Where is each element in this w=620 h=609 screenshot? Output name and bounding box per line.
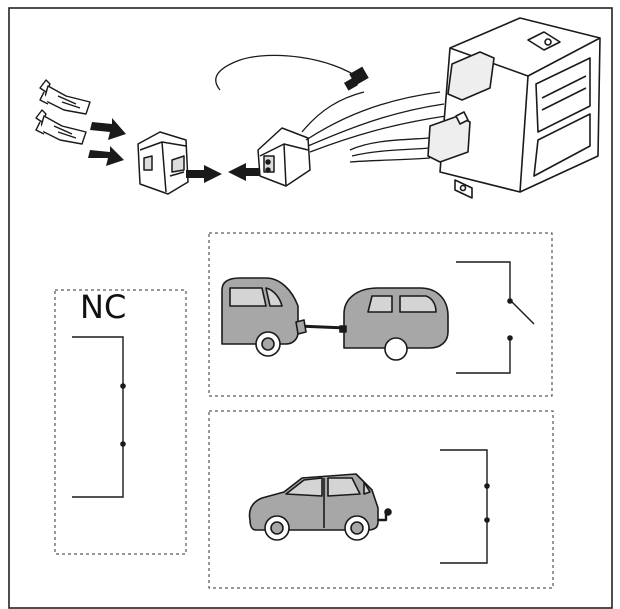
nc-label: NC	[80, 288, 127, 326]
open-contact-dot-upper	[507, 298, 513, 304]
outer-frame	[8, 7, 613, 609]
insert-arrows	[88, 118, 126, 166]
car-dashed-frame	[208, 410, 554, 589]
connector-assembly	[35, 17, 601, 199]
open-contact-dot-lower	[507, 335, 513, 341]
trailer-dashed-frame	[208, 232, 553, 397]
no-trailer-panel	[208, 410, 554, 589]
open-contact-symbol	[456, 261, 535, 374]
nc-contact-dot-lower	[120, 441, 126, 447]
closed-contact-dot-lower	[484, 517, 490, 523]
nc-dashed-frame	[54, 289, 187, 555]
connect-arrows	[186, 163, 266, 183]
inline-fuse-icon	[343, 66, 369, 91]
connector-housing-icon	[137, 131, 189, 195]
car-with-towbar-icon	[248, 473, 392, 541]
nc-box	[54, 289, 187, 555]
tow-module-icon	[427, 17, 601, 199]
car-with-trailer-icon	[221, 277, 449, 361]
nc-contact-symbol	[72, 336, 124, 498]
closed-contact-symbol	[440, 449, 488, 564]
harness-plug-icon	[257, 127, 311, 187]
closed-contact-dot-upper	[484, 483, 490, 489]
nc-contact-dot-upper	[120, 383, 126, 389]
cable-bundle	[215, 54, 447, 163]
trailer-connected-panel	[208, 232, 553, 397]
flat-spade-terminal-icon	[35, 79, 91, 145]
